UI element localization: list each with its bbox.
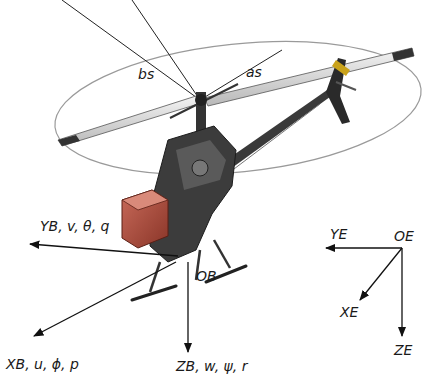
blade-tip [58,135,80,146]
axis-label: XE [340,304,358,320]
origin-label: OB [196,268,217,284]
gear [192,160,208,176]
tail-brace [230,104,320,172]
angle-label: bs [138,66,154,82]
battery-top [122,190,168,210]
fuselage [150,126,236,262]
axis-label: XB, u, ϕ, p [6,356,79,372]
origin-label: OE [394,228,414,244]
tail-rotor-blade [336,82,356,90]
rotor-mast [196,92,206,132]
flap-line [132,0,200,100]
axis-arrow [326,247,402,248]
axis-arrow [401,248,402,336]
landing-skid [132,286,176,300]
axis-arrow [30,244,178,256]
rotor-blade [204,48,414,106]
rotor-hub [195,94,207,106]
skid-strut [150,262,160,292]
axis-label: YE [330,226,347,242]
tail-fin [326,58,350,124]
skid-strut [214,240,230,268]
axis-label: ZB, w, ψ, r [176,358,247,374]
angle-label: as [246,64,262,80]
flap-line [62,0,200,100]
battery-box [122,190,168,248]
tail-rotor [332,60,350,76]
axis-arrow [360,248,402,300]
axis-label: YB, v, θ, q [40,218,109,234]
axis-label: ZE [394,342,412,358]
axis-arrow [187,262,188,352]
blade-tip [392,48,414,61]
fuselage-frame [176,140,226,190]
rotor-disc [48,25,426,191]
axis-arrow [34,262,176,336]
